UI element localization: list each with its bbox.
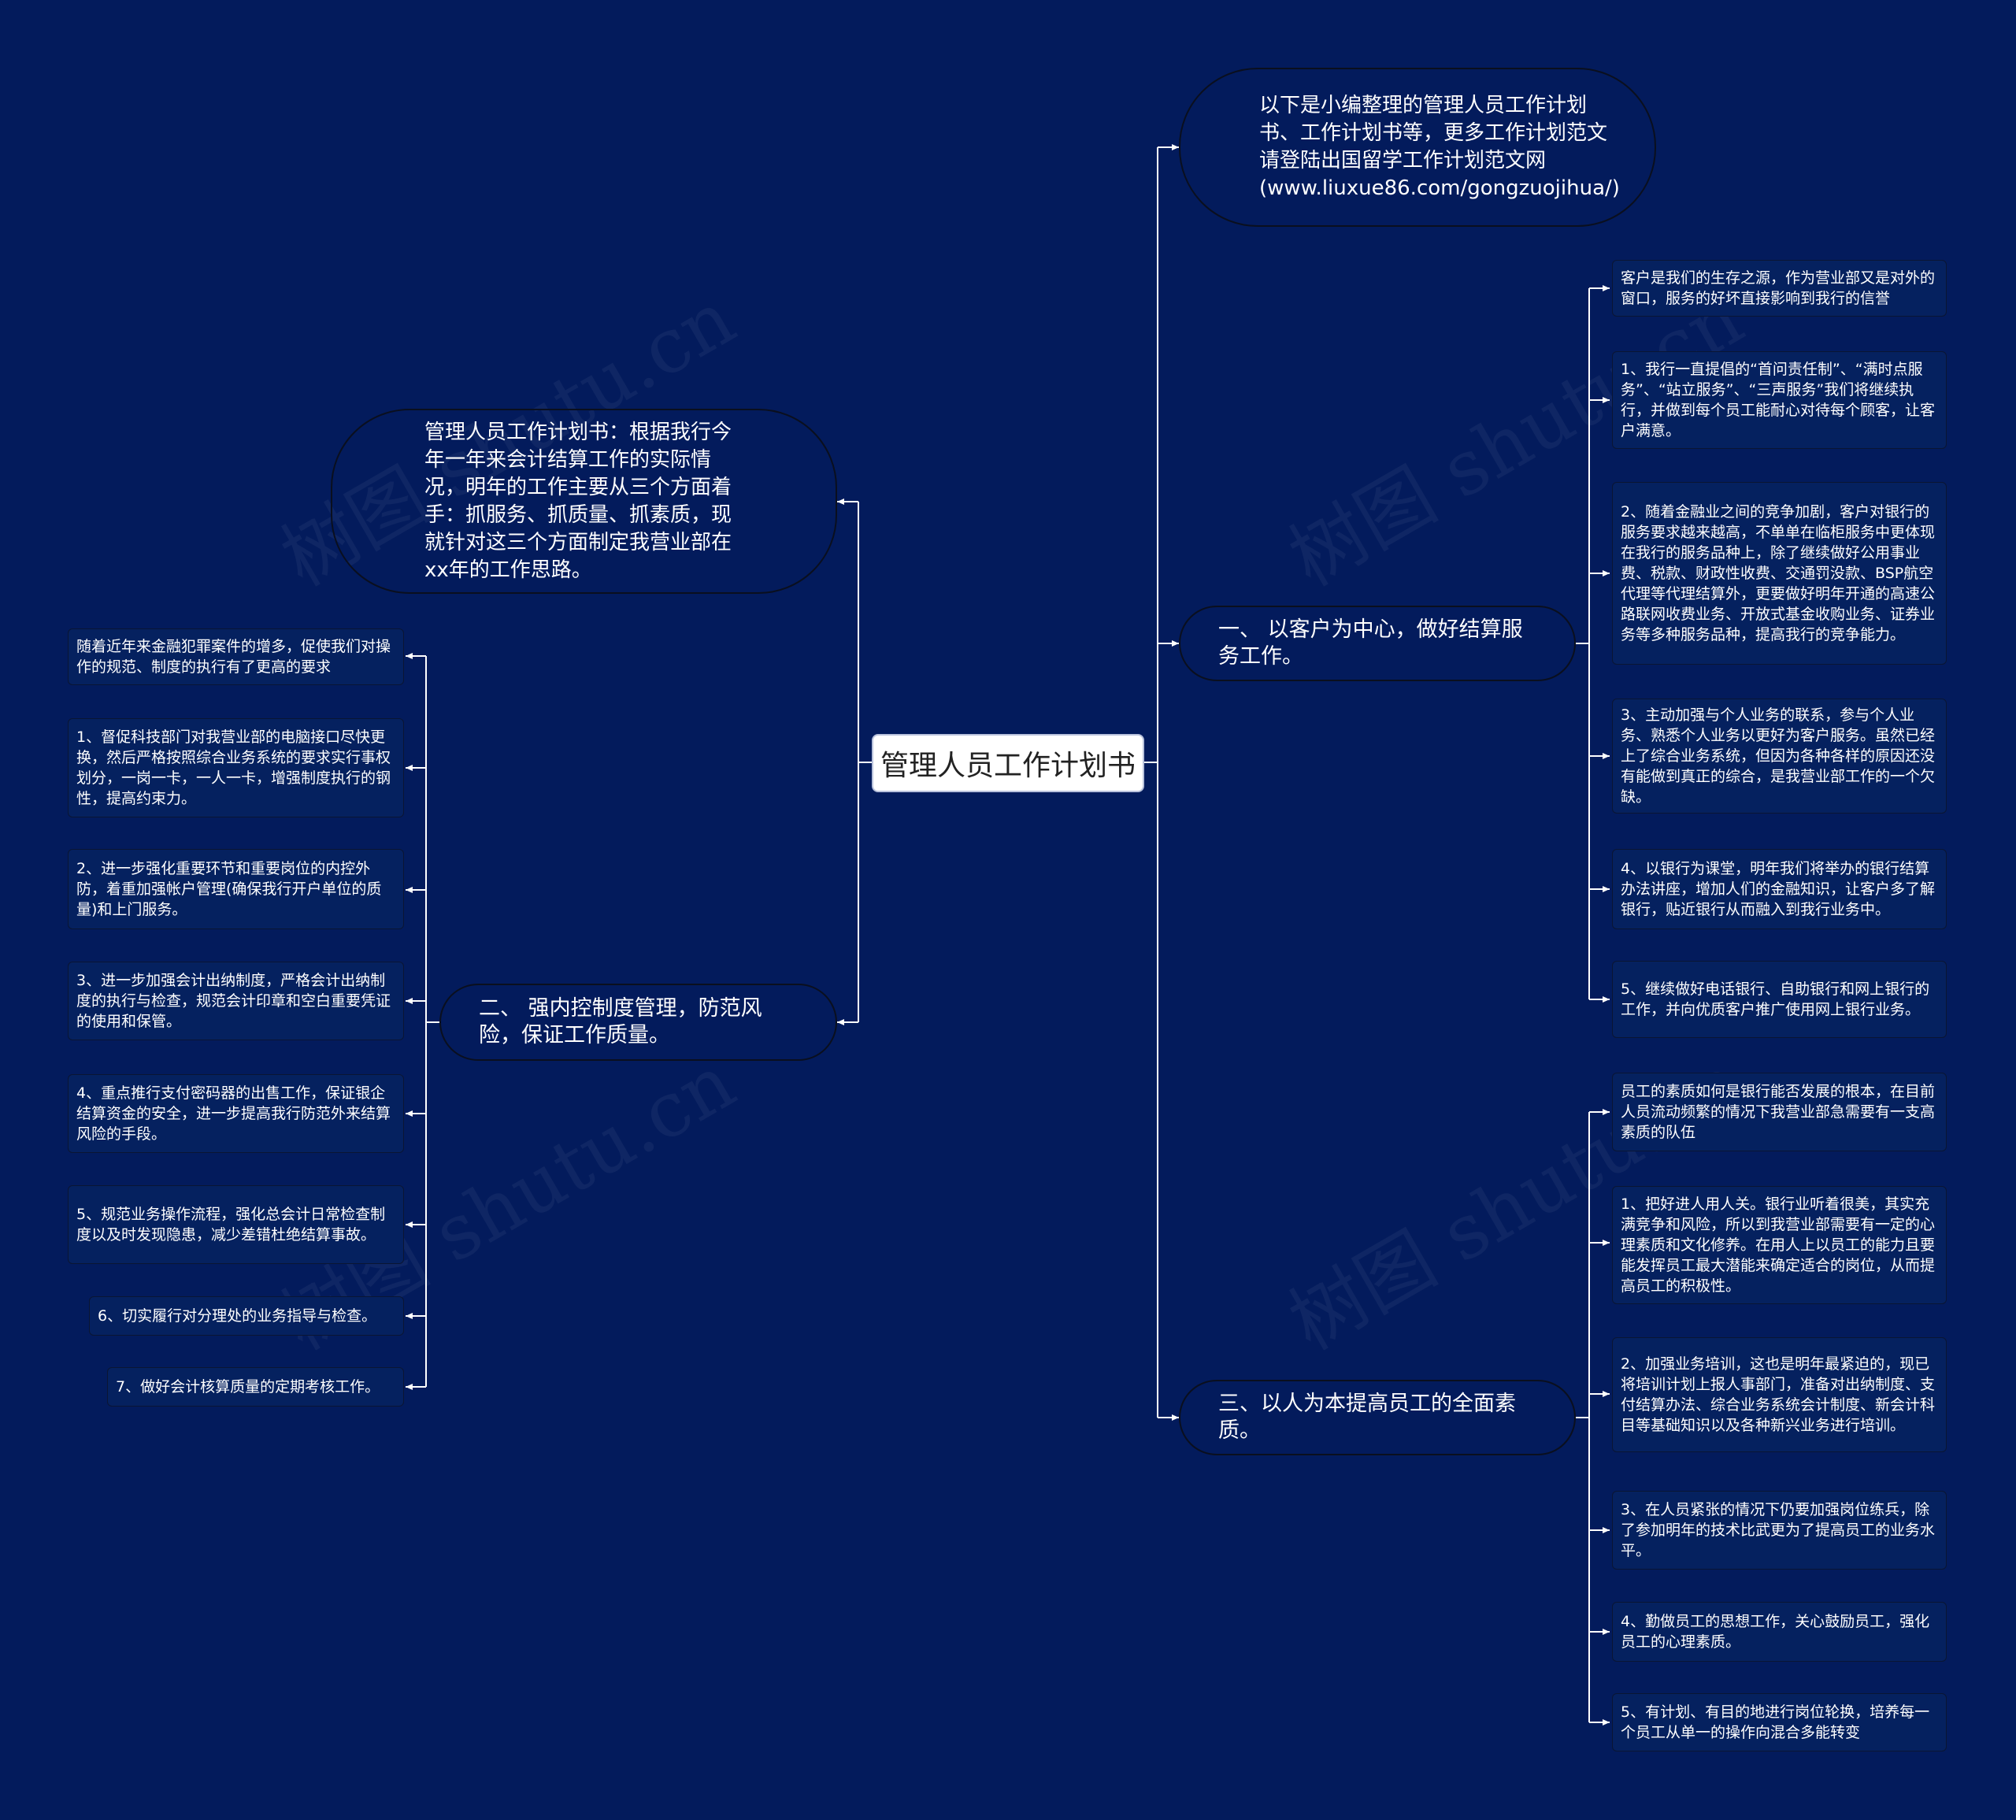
summary-node[interactable]: 管理人员工作计划书：根据我行今年一年来会计结算工作的实际情况，明年的工作主要从三… (331, 409, 837, 594)
leaf-text: 7、做好会计核算质量的定期考核工作。 (116, 1378, 380, 1396)
branch1-leaf[interactable]: 4、以银行为课堂，明年我们将举办的银行结算办法讲座，增加人们的金融知识，让客户多… (1612, 849, 1947, 929)
leaf-text: 4、勤做员工的思想工作，关心鼓励员工，强化员工的心理素质。 (1621, 1613, 1930, 1651)
leaf-text: 5、继续做好电话银行、自助银行和网上银行的工作，并向优质客户推广使用网上银行业务… (1621, 980, 1930, 1018)
branch2-leaf[interactable]: 4、重点推行支付密码器的出售工作，保证银企结算资金的安全，进一步提高我行防范外来… (68, 1074, 404, 1153)
leaf-text: 随着近年来金融犯罪案件的增多，促使我们对操作的规范、制度的执行有了更高的要求 (76, 638, 391, 676)
leaf-text: 员工的素质如何是银行能否发展的根本，在目前人员流动频繁的情况下我营业部急需要有一… (1621, 1083, 1936, 1141)
leaf-text: 5、有计划、有目的地进行岗位轮换，培养每一个员工从单一的操作向混合多能转变 (1621, 1703, 1930, 1741)
leaf-text: 3、进一步加强会计出纳制度，严格会计出纳制度的执行与检查，规范会计印章和空白重要… (76, 972, 391, 1030)
leaf-text: 5、规范业务操作流程，强化总会计日常检查制度以及时发现隐患，减少差错杜绝结算事故… (76, 1206, 386, 1244)
summary-text: 管理人员工作计划书：根据我行今年一年来会计结算工作的实际情况，明年的工作主要从三… (424, 420, 732, 582)
branch2-leaf[interactable]: 3、进一步加强会计出纳制度，严格会计出纳制度的执行与检查，规范会计印章和空白重要… (68, 962, 404, 1040)
leaf-text: 3、主动加强与个人业务的联系，参与个人业务、熟悉个人业务以更好为客户服务。虽然已… (1621, 706, 1936, 806)
leaf-text: 1、把好进人用人关。银行业听着很美，其实充满竞争和风险，所以到我营业部需要有一定… (1621, 1195, 1936, 1295)
leaf-text: 6、切实履行对分理处的业务指导与检查。 (98, 1307, 377, 1325)
leaf-text: 4、重点推行支付密码器的出售工作，保证银企结算资金的安全，进一步提高我行防范外来… (76, 1084, 391, 1143)
branch1-title: 一、 以客户为中心，做好结算服务工作。 (1218, 617, 1523, 669)
branch3-leaf[interactable]: 1、把好进人用人关。银行业听着很美，其实充满竞争和风险，所以到我营业部需要有一定… (1612, 1186, 1947, 1304)
leaf-text: 4、以银行为课堂，明年我们将举办的银行结算办法讲座，增加人们的金融知识，让客户多… (1621, 860, 1936, 918)
branch1-leaf[interactable]: 1、我行一直提倡的“首问责任制”、“满时点服务”、“站立服务”、“三声服务”我们… (1612, 351, 1947, 449)
branch3-leaf[interactable]: 4、勤做员工的思想工作，关心鼓励员工，强化员工的心理素质。 (1612, 1602, 1947, 1662)
intro-text: 以下是小编整理的管理人员工作计划书、工作计划书等，更多工作计划范文请登陆出国留学… (1259, 94, 1620, 200)
root-title: 管理人员工作计划书 (880, 750, 1136, 782)
leaf-text: 2、随着金融业之间的竞争加剧，客户对银行的服务要求越来越高，不单单在临柜服务中更… (1621, 503, 1936, 643)
leaf-text: 客户是我们的生存之源，作为营业部又是对外的窗口，服务的好坏直接影响到我行的信誉 (1621, 269, 1936, 307)
branch1-node[interactable]: 一、 以客户为中心，做好结算服务工作。 (1179, 606, 1576, 681)
branch2-leaf[interactable]: 2、进一步强化重要环节和重要岗位的内控外防，着重加强帐户管理(确保我行开户单位的… (68, 849, 404, 929)
branch2-leaf[interactable]: 5、规范业务操作流程，强化总会计日常检查制度以及时发现隐患，减少差错杜绝结算事故… (68, 1185, 404, 1264)
branch2-node[interactable]: 二、 强内控制度管理，防范风险，保证工作质量。 (439, 984, 837, 1061)
branch3-leaf[interactable]: 3、在人员紧张的情况下仍要加强岗位练兵，除了参加明年的技术比武更为了提高员工的业… (1612, 1491, 1947, 1570)
branch2-leaf[interactable]: 随着近年来金融犯罪案件的增多，促使我们对操作的规范、制度的执行有了更高的要求 (68, 628, 404, 685)
branch1-leaf[interactable]: 5、继续做好电话银行、自助银行和网上银行的工作，并向优质客户推广使用网上银行业务… (1612, 961, 1947, 1038)
intro-node[interactable]: 以下是小编整理的管理人员工作计划书、工作计划书等，更多工作计划范文请登陆出国留学… (1179, 68, 1656, 227)
branch3-node[interactable]: 三、以人为本提高员工的全面素质。 (1179, 1380, 1576, 1455)
leaf-text: 2、加强业务培训，这也是明年最紧迫的，现已将培训计划上报人事部门，准备对出纳制度… (1621, 1355, 1936, 1434)
branch1-leaf[interactable]: 3、主动加强与个人业务的联系，参与个人业务、熟悉个人业务以更好为客户服务。虽然已… (1612, 699, 1947, 814)
branch2-title: 二、 强内控制度管理，防范风险，保证工作质量。 (479, 996, 762, 1047)
branch2-leaf[interactable]: 1、督促科技部门对我营业部的电脑接口尽快更换，然后严格按照综合业务系统的要求实行… (68, 718, 404, 817)
leaf-text: 1、我行一直提倡的“首问责任制”、“满时点服务”、“站立服务”、“三声服务”我们… (1621, 361, 1936, 439)
branch3-title: 三、以人为本提高员工的全面素质。 (1218, 1392, 1516, 1443)
branch1-leaf[interactable]: 客户是我们的生存之源，作为营业部又是对外的窗口，服务的好坏直接影响到我行的信誉 (1612, 260, 1947, 317)
leaf-text: 2、进一步强化重要环节和重要岗位的内控外防，着重加强帐户管理(确保我行开户单位的… (76, 860, 382, 918)
leaf-text: 3、在人员紧张的情况下仍要加强岗位练兵，除了参加明年的技术比武更为了提高员工的业… (1621, 1501, 1936, 1559)
branch1-leaf[interactable]: 2、随着金融业之间的竞争加剧，客户对银行的服务要求越来越高，不单单在临柜服务中更… (1612, 482, 1947, 665)
leaf-text: 1、督促科技部门对我营业部的电脑接口尽快更换，然后严格按照综合业务系统的要求实行… (76, 728, 391, 807)
branch2-leaf[interactable]: 7、做好会计核算质量的定期考核工作。 (107, 1367, 404, 1407)
branch3-leaf[interactable]: 5、有计划、有目的地进行岗位轮换，培养每一个员工从单一的操作向混合多能转变 (1612, 1693, 1947, 1751)
branch3-leaf[interactable]: 2、加强业务培训，这也是明年最紧迫的，现已将培训计划上报人事部门，准备对出纳制度… (1612, 1337, 1947, 1452)
branch2-leaf[interactable]: 6、切实履行对分理处的业务指导与检查。 (89, 1296, 404, 1336)
branch3-leaf[interactable]: 员工的素质如何是银行能否发展的根本，在目前人员流动频繁的情况下我营业部急需要有一… (1612, 1073, 1947, 1151)
root-node[interactable]: 管理人员工作计划书 (872, 734, 1144, 792)
